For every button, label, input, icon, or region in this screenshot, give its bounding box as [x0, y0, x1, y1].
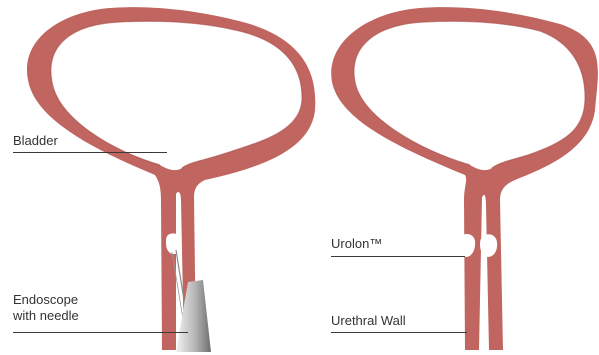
urolon-deposit-left — [166, 233, 181, 254]
bladder-wall-right — [331, 7, 598, 350]
urethral-wall-label: Urethral Wall — [331, 313, 406, 329]
right-panel — [331, 7, 598, 350]
endoscope-label: Endoscope with needle — [13, 292, 79, 324]
endoscope-label-line1: Endoscope — [13, 292, 79, 308]
endoscope — [176, 280, 211, 352]
endoscope-leader-line — [13, 332, 188, 333]
urolon-label: Urolon™ — [331, 236, 382, 252]
bladder-inner-edge-right — [354, 21, 585, 168]
bladder-label: Bladder — [13, 133, 58, 149]
urolon-leader-line — [331, 256, 465, 257]
endoscope-label-line2: with needle — [13, 308, 79, 324]
urethral-wall-leader-line — [331, 332, 467, 333]
bladder-leader-line — [13, 152, 167, 153]
